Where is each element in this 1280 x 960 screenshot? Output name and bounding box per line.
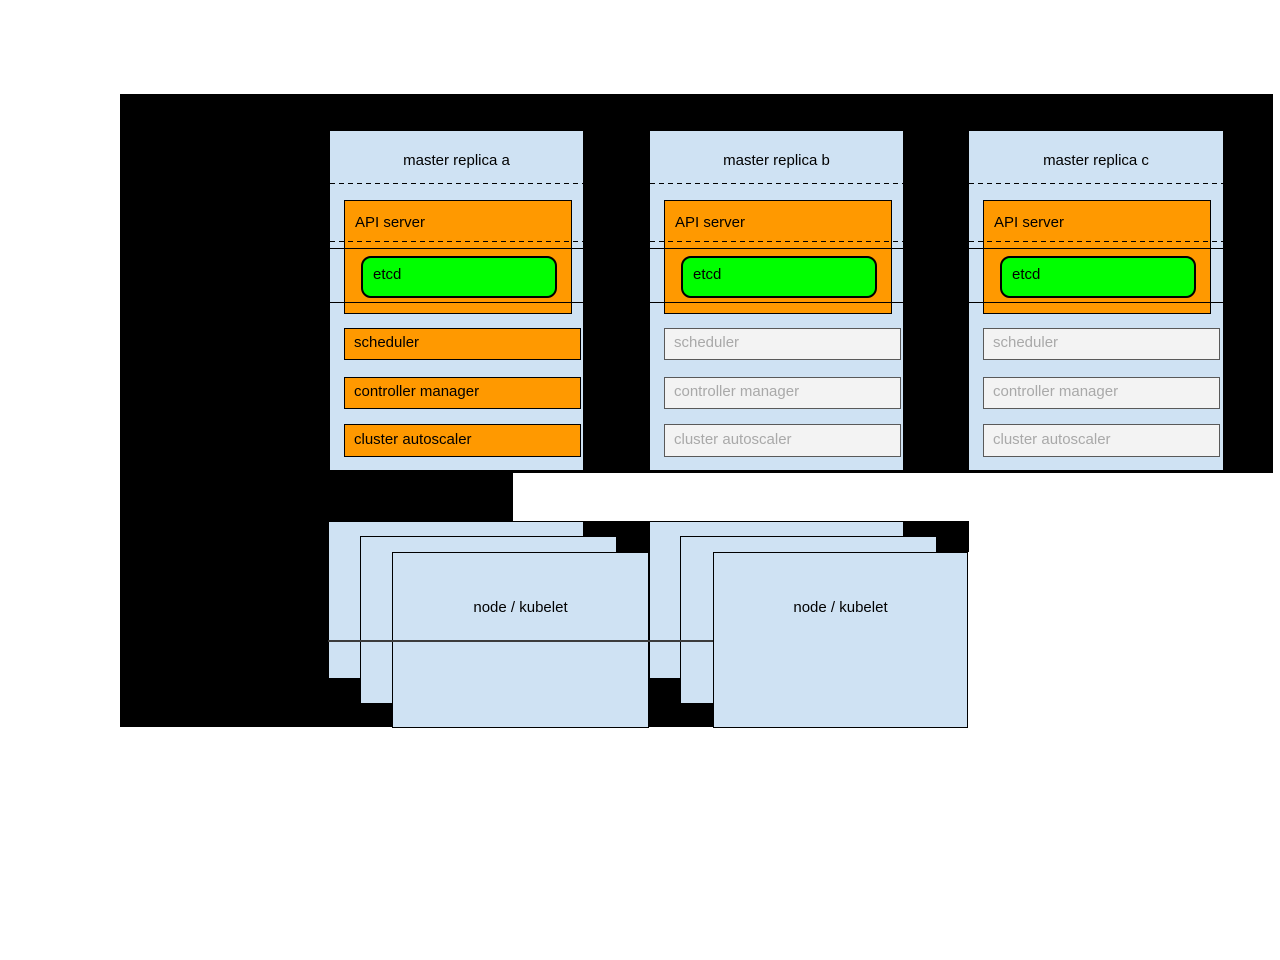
- controller-manager-box: controller manager: [983, 377, 1220, 409]
- etcd-label: etcd: [373, 266, 402, 283]
- etcd-box: etcd: [1000, 256, 1196, 298]
- redaction-block-under-stack2-outer: [649, 679, 680, 727]
- master-title: master replica c: [1043, 152, 1149, 169]
- controller-manager-box: controller manager: [664, 377, 901, 409]
- etcd-cluster-line-lower: [969, 302, 1223, 303]
- redaction-block-under-stack2-middle: [680, 704, 713, 727]
- divider-dashed-upper: [330, 183, 583, 184]
- scheduler-box: scheduler: [664, 328, 901, 360]
- scheduler-box: scheduler: [983, 328, 1220, 360]
- divider-dashed-upper: [650, 183, 903, 184]
- api-server-box: API server etcd: [344, 200, 572, 314]
- master-replica-a: master replica a API server etcd schedul…: [329, 130, 584, 471]
- etcd-label: etcd: [1012, 266, 1041, 283]
- api-server-label: API server: [675, 214, 746, 231]
- controller-manager-box: controller manager: [344, 377, 581, 409]
- master-replica-b: master replica b API server etcd schedul…: [649, 130, 904, 471]
- etcd-cluster-line-lower: [330, 302, 583, 303]
- etcd-box: etcd: [681, 256, 877, 298]
- cluster-autoscaler-box: cluster autoscaler: [664, 424, 901, 457]
- node-stack2-front-card: node / kubelet: [713, 552, 968, 728]
- etcd-box: etcd: [361, 256, 557, 298]
- scheduler-box: scheduler: [344, 328, 581, 360]
- node-kubelet-label: node / kubelet: [793, 599, 888, 616]
- divider-dashed-lower: [330, 241, 583, 242]
- divider-dashed-lower: [650, 241, 903, 242]
- divider-dashed-lower: [969, 241, 1223, 242]
- divider-dashed-upper: [969, 183, 1223, 184]
- master-title: master replica a: [403, 152, 510, 169]
- etcd-cluster-line-upper: [650, 248, 903, 249]
- etcd-cluster-line-lower: [650, 302, 903, 303]
- master-node-link-line: [328, 640, 713, 642]
- api-server-box: API server etcd: [664, 200, 892, 314]
- master-title: master replica b: [723, 152, 830, 169]
- api-server-label: API server: [355, 214, 426, 231]
- master-replica-c: master replica c API server etcd schedul…: [968, 130, 1224, 471]
- etcd-label: etcd: [693, 266, 722, 283]
- cluster-autoscaler-box: cluster autoscaler: [344, 424, 581, 457]
- api-server-label: API server: [994, 214, 1065, 231]
- cluster-autoscaler-box: cluster autoscaler: [983, 424, 1220, 457]
- api-server-box: API server etcd: [983, 200, 1211, 314]
- etcd-cluster-line-upper: [969, 248, 1223, 249]
- etcd-cluster-line-upper: [330, 248, 583, 249]
- node-kubelet-label: node / kubelet: [473, 599, 568, 616]
